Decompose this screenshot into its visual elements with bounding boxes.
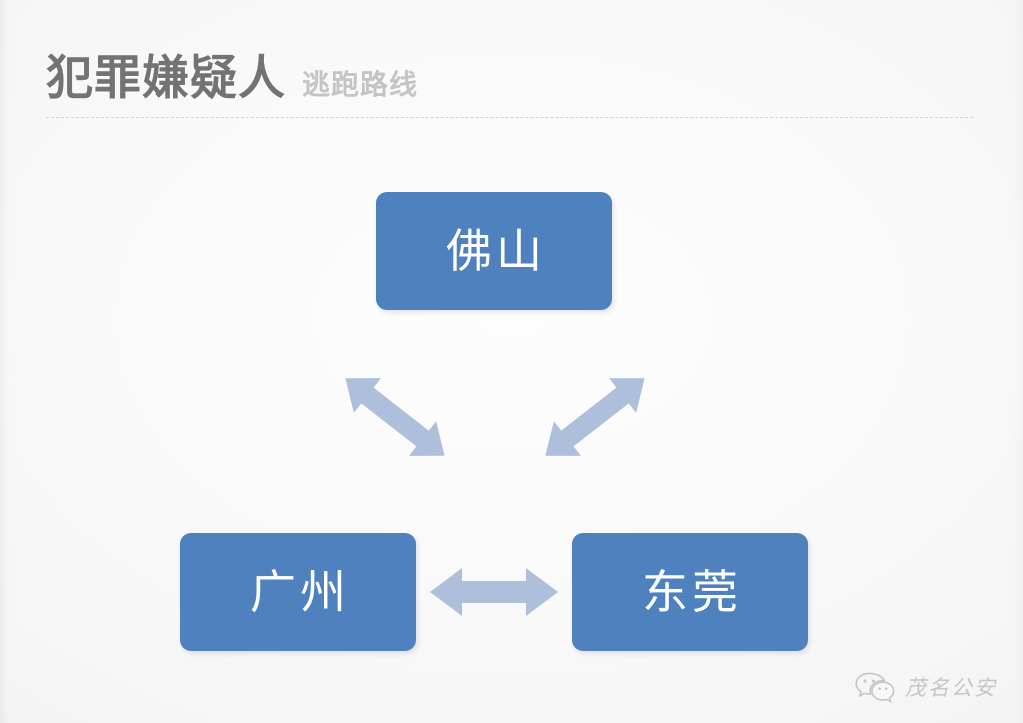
header-divider bbox=[46, 117, 973, 118]
node-guangzhou[interactable]: 广州 bbox=[180, 533, 416, 651]
page-title: 犯罪嫌疑人 bbox=[46, 51, 286, 106]
double-arrow-guangzhou-foshan bbox=[345, 378, 445, 456]
node-dongguan[interactable]: 东莞 bbox=[572, 533, 808, 651]
watermark-label: 茂名公安 bbox=[905, 676, 997, 700]
wechat-icon bbox=[855, 672, 895, 703]
double-arrow-foshan-dongguan bbox=[545, 378, 645, 456]
slide-header: 犯罪嫌疑人 逃跑路线 bbox=[46, 26, 976, 102]
node-dongguan-label: 东莞 bbox=[642, 565, 742, 619]
watermark: 茂名公安 bbox=[855, 671, 997, 703]
node-guangzhou-label: 广州 bbox=[250, 565, 350, 619]
escape-route-diagram: 佛山 广州 东莞 bbox=[0, 130, 1023, 670]
double-arrow-guangzhou-dongguan bbox=[430, 568, 558, 616]
page-subtitle: 逃跑路线 bbox=[302, 68, 419, 101]
node-foshan[interactable]: 佛山 bbox=[376, 192, 612, 310]
node-foshan-label: 佛山 bbox=[446, 224, 546, 278]
